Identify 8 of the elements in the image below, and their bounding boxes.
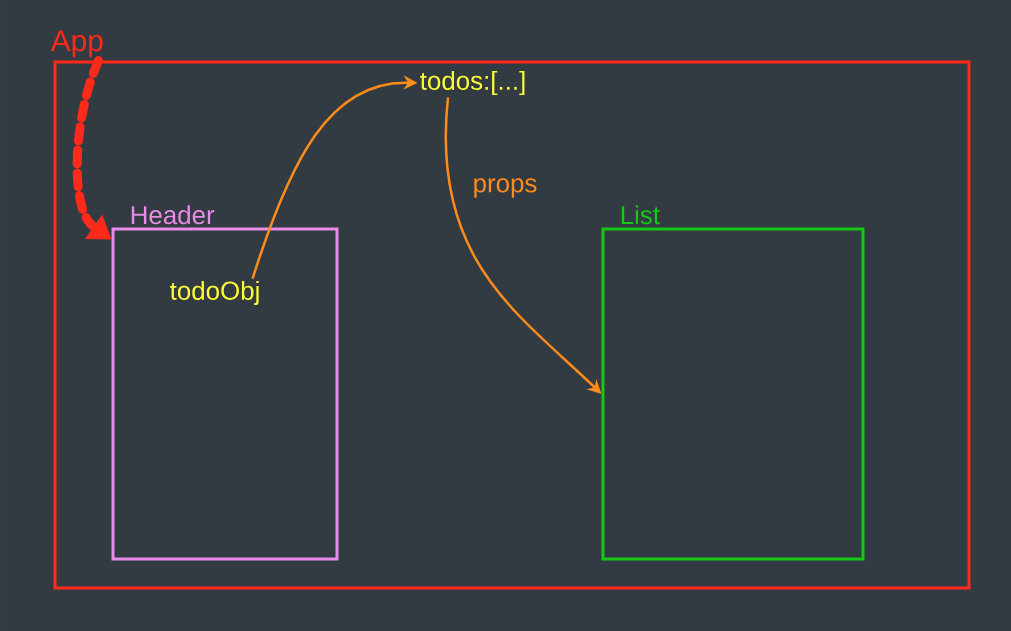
node-label: App: [50, 30, 103, 58]
node-label: List: [621, 205, 660, 225]
arrow: [72, 56, 112, 240]
prop-text: todoObj: [170, 280, 259, 306]
node-label: Header: [131, 205, 215, 225]
state-text: todos:[...]: [420, 70, 525, 96]
edge-label: props: [470, 176, 540, 200]
list-box: List: [601, 205, 865, 561]
